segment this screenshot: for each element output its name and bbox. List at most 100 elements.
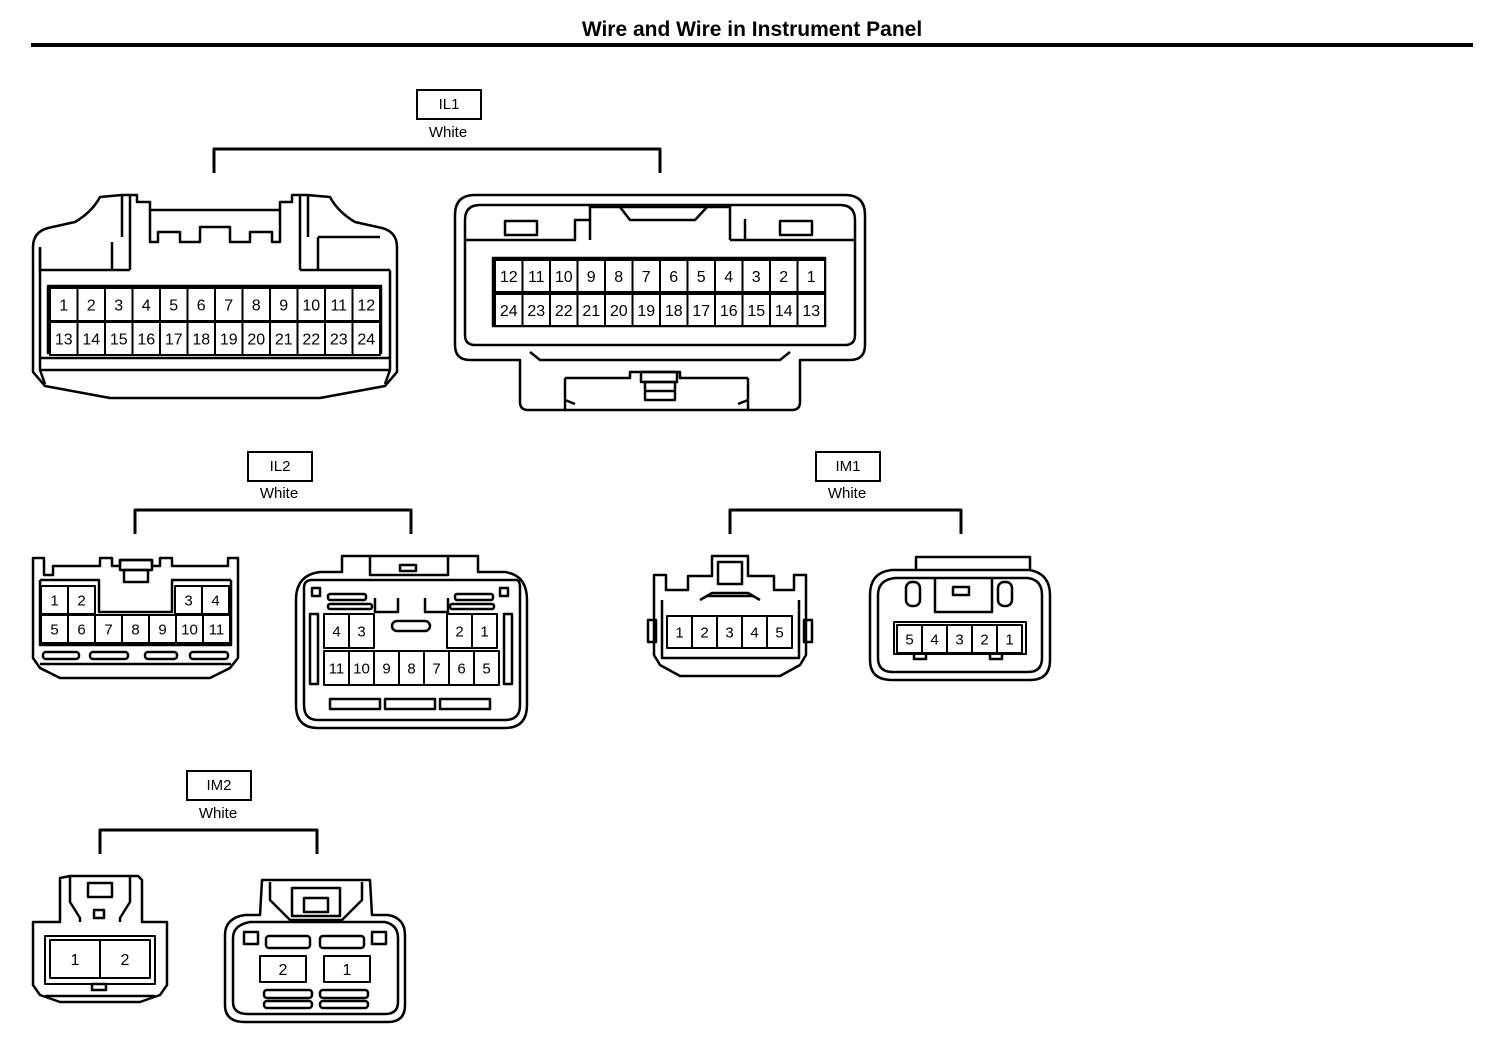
pin-cell [351,321,381,356]
pin-cell [269,287,299,322]
pin-number: 11 [209,621,225,638]
pin-number: 18 [665,303,683,320]
pin-cell [549,293,579,327]
pin-cell [99,939,151,979]
pin-number: 3 [955,631,963,648]
pin-cell [296,321,326,356]
pin-cell [631,259,661,293]
pin-cell [714,293,744,327]
pin-number: 2 [279,962,288,979]
pin-number: 19 [220,331,238,348]
pin-number: 8 [252,297,261,314]
connector-color-il2: White [259,485,299,502]
pin-number: 1 [480,623,488,640]
pin-number: 1 [807,269,816,286]
pin-cell [131,287,161,322]
pin-number: 8 [614,269,623,286]
pin-number: 3 [725,624,733,641]
pin-number: 23 [330,331,348,348]
pin-cell [323,955,371,983]
pin-number: 7 [104,621,112,638]
connector-code-im1: IM1 [815,451,881,482]
bracket-im2 [98,828,319,854]
pin-cell [796,259,826,293]
pin-number: 2 [121,952,130,969]
pin-cell [49,321,79,356]
pin-cell [423,650,450,686]
page-title: Wire and Wire in Instrument Panel [581,18,923,41]
pin-number: 6 [77,621,85,638]
pin-number: 9 [158,621,166,638]
pin-number: 8 [407,660,415,677]
pin-number: 24 [500,303,518,320]
connector-color-il1: White [428,124,468,141]
pin-number: 10 [555,269,573,286]
pin-number: 9 [279,297,288,314]
pin-cell [49,939,101,979]
pin-cell [946,624,973,654]
pin-number: 2 [980,631,988,648]
pin-cell [94,614,123,644]
pin-number: 1 [343,962,352,979]
pin-number: 13 [802,303,820,320]
pin-number: 20 [610,303,628,320]
pin-number: 10 [353,660,370,677]
pin-cell [186,321,216,356]
pin-number: 16 [720,303,738,320]
pin-number: 10 [181,621,198,638]
pin-number: 18 [192,331,210,348]
pin-number: 15 [110,331,128,348]
pin-number: 11 [528,269,545,286]
pin-number: 5 [697,269,706,286]
pin-cell [766,615,793,649]
connector-color-im1: White [827,485,867,502]
pin-number: 22 [555,303,573,320]
pin-number: 17 [165,331,183,348]
pin-number: 14 [775,303,793,320]
pin-number: 7 [224,297,233,314]
pin-cell [323,613,350,649]
pin-cell [148,614,177,644]
pin-cell [996,624,1023,654]
pin-number: 13 [55,331,73,348]
title-rule [31,43,1473,47]
pin-cell [604,293,634,327]
pin-number: 5 [482,660,490,677]
bracket-im1 [728,508,963,534]
pin-cell [241,287,271,322]
pin-cell [67,614,96,644]
pin-number: 1 [50,592,58,609]
pin-cell [549,259,579,293]
pin-number: 9 [382,660,390,677]
pin-number: 1 [59,297,68,314]
pin-number: 4 [750,624,758,641]
pin-number: 2 [77,592,85,609]
pin-number: 1 [71,952,80,969]
pin-number: 7 [432,660,440,677]
pin-number: 3 [752,269,761,286]
pin-cell [214,321,244,356]
pin-number: 4 [211,592,219,609]
pin-number: 12 [500,269,518,286]
pin-cell [741,293,771,327]
pin-cell [241,321,271,356]
pin-cell [202,614,231,644]
pin-cell [348,613,375,649]
pin-number: 7 [642,269,651,286]
pin-cell [76,321,106,356]
pin-number: 21 [275,331,293,348]
pin-number: 4 [142,297,151,314]
pin-cell [896,624,923,654]
pin-number: 4 [332,623,340,640]
